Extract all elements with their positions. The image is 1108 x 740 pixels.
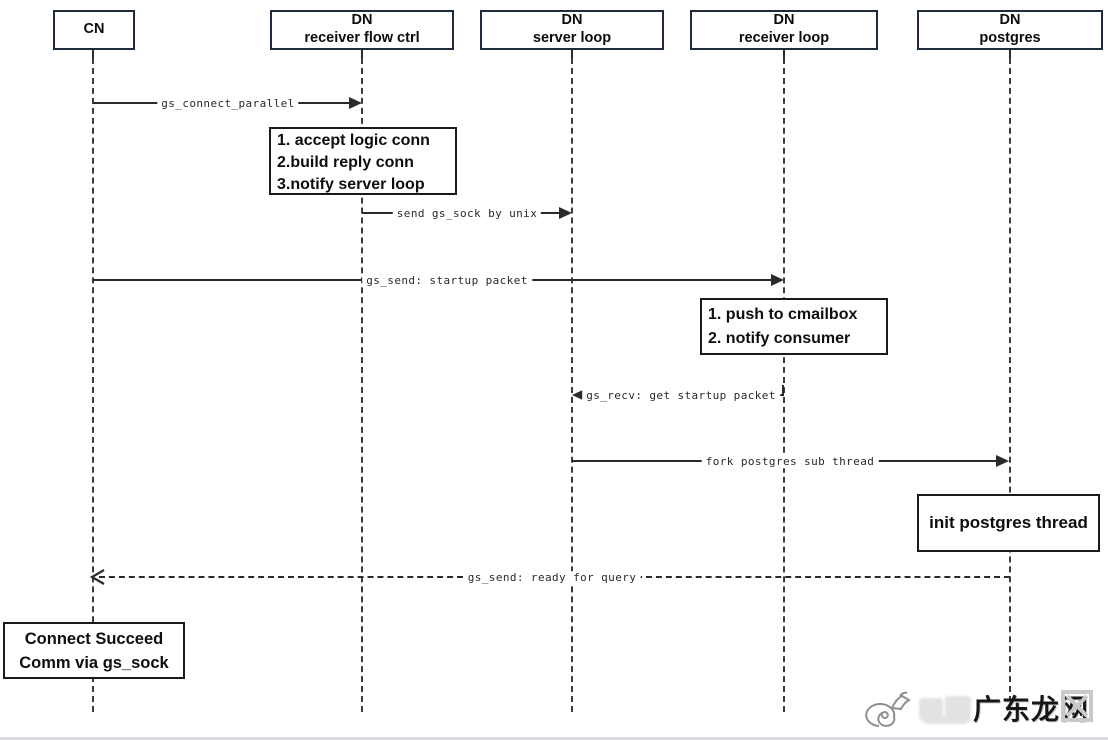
message-label: send gs_sock by unix [392, 207, 542, 221]
lifeline-stub-receiver-loop [783, 50, 785, 58]
arrowhead-left-icon [572, 389, 585, 401]
actor-label: DN [351, 12, 373, 29]
faded-watermark-blot [919, 698, 943, 720]
actor-sublabel: receiver flow ctrl [304, 30, 420, 46]
note-accept-logic-conn: 1. accept logic conn 2.build reply conn … [269, 127, 457, 195]
actor-sublabel: server loop [532, 30, 612, 46]
faded-watermark-blot [923, 716, 967, 724]
message-label: gs_send: ready for query [463, 571, 641, 585]
note-line: Comm via gs_sock [19, 653, 169, 672]
lifeline-receiver-flow-ctrl [361, 58, 363, 712]
actor-dn-postgres: DN postgres [917, 10, 1103, 50]
actor-label: DN [561, 12, 583, 29]
message-corner-tick [782, 385, 784, 395]
actor-cn: CN [53, 10, 135, 50]
note-line: 2.build reply conn [277, 154, 414, 171]
watermark: 广东龙网 [845, 686, 1100, 736]
bottom-border [0, 737, 1108, 740]
note-init-postgres-thread: init postgres thread [917, 494, 1100, 552]
arrowhead-right-icon [771, 274, 784, 286]
lifeline-cn [92, 58, 94, 712]
actor-dn-receiver-loop: DN receiver loop [690, 10, 878, 50]
actor-dn-server-loop: DN server loop [480, 10, 664, 50]
arrowhead-right-icon [559, 207, 572, 219]
lifeline-stub-cn [92, 50, 94, 58]
lifeline-stub-postgres [1009, 50, 1011, 58]
actor-label: DN [773, 12, 795, 29]
note-line: 1. accept logic conn [277, 132, 430, 149]
message-label: fork postgres sub thread [701, 455, 879, 469]
lifeline-postgres [1009, 58, 1011, 712]
lifeline-receiver-loop [783, 58, 785, 712]
lifeline-stub-receiver-flow-ctrl [361, 50, 363, 58]
arrowhead-right-icon [996, 455, 1009, 467]
actor-dn-receiver-flow-ctrl: DN receiver flow ctrl [270, 10, 454, 50]
boxed-x-icon [1061, 690, 1093, 722]
note-line: Connect Succeed [24, 629, 164, 648]
lifeline-server-loop [571, 58, 573, 712]
message-label: gs_recv: get startup packet [582, 389, 780, 403]
arrowhead-right-icon [349, 97, 362, 109]
message-label: gs_send: startup packet [362, 274, 532, 288]
note-line: init postgres thread [929, 513, 1088, 532]
actor-sublabel: receiver loop [738, 30, 830, 46]
snail-doodle-logo-icon [865, 691, 911, 727]
actor-sublabel: postgres [979, 30, 1041, 46]
note-connect-succeed: Connect Succeed Comm via gs_sock [3, 622, 185, 679]
actor-label: CN [83, 21, 105, 38]
note-line: 3.notify server loop [277, 176, 425, 193]
note-line: 1. push to cmailbox [708, 306, 858, 323]
message-label: gs_connect_parallel [157, 97, 299, 111]
actor-label: DN [999, 12, 1021, 29]
lifeline-stub-server-loop [571, 50, 573, 58]
note-push-cmailbox: 1. push to cmailbox 2. notify consumer [700, 298, 888, 355]
open-arrowhead-left-icon [89, 569, 105, 585]
note-line: 2. notify consumer [708, 330, 851, 347]
